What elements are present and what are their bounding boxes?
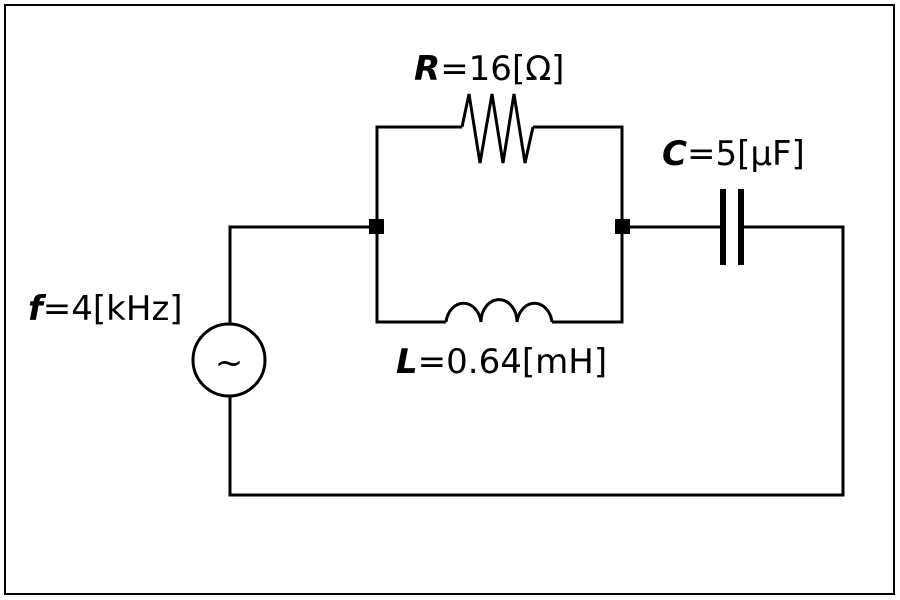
junction-node-left — [369, 219, 384, 234]
wire-source-to-left-node — [228, 225, 377, 325]
source-value: =4[kHz] — [43, 289, 183, 329]
wire-left-node-to-resistor — [375, 125, 462, 227]
resistor-value: =16[Ω] — [440, 49, 564, 89]
inductor-symbol — [444, 298, 554, 323]
source-label: f=4[kHz] — [28, 289, 183, 329]
capacitor-symbol-letter: C — [662, 134, 687, 174]
capacitor-symbol — [720, 189, 744, 265]
capacitor-value: =5[μF] — [687, 134, 805, 174]
wire-resistor-to-right-node — [533, 125, 624, 227]
source-symbol-letter: f — [28, 289, 47, 329]
resistor-label: R=16[Ω] — [414, 49, 564, 89]
ac-source-icon: ~ — [215, 343, 244, 383]
wire-inductor-to-right-node — [552, 227, 624, 324]
diagram-frame — [4, 4, 895, 595]
junction-node-right — [615, 219, 630, 234]
inductor-symbol-letter: L — [396, 342, 418, 382]
resistor-symbol — [460, 93, 535, 164]
wire-left-node-to-inductor — [375, 227, 446, 324]
ac-source-circle — [191, 322, 267, 398]
inductor-label: L=0.64[mH] — [396, 342, 607, 382]
wires — [228, 125, 845, 497]
wire-return-path — [228, 225, 845, 497]
inductor-value: =0.64[mH] — [418, 342, 607, 382]
capacitor-label: C=5[μF] — [662, 134, 805, 174]
ac-source: ~ — [191, 322, 267, 398]
resistor-symbol-letter: R — [414, 49, 440, 89]
